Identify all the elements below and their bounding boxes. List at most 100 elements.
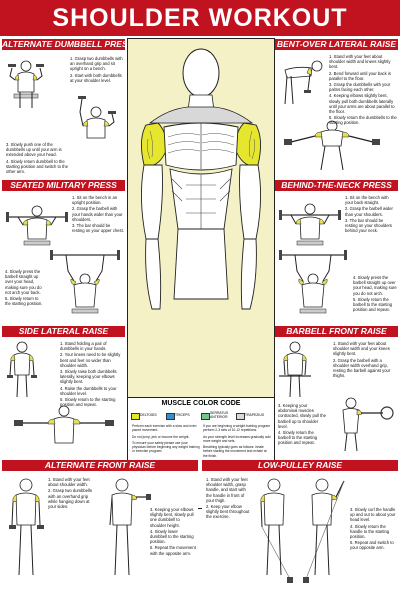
exercise-figure-4a: [284, 60, 323, 105]
training-tips-left: Perform each exercise with a slow and ev…: [132, 424, 200, 456]
section-title-low-pulley-raise: LOW-PULLEY RAISE: [202, 460, 398, 471]
steps-alternate-dumbbell-press-top: 1. Grasp two dumbbells with an overhand …: [70, 56, 124, 84]
step-text: 1. Stand with your feet about shoulder w…: [329, 54, 391, 70]
tip-text: Breathing typically goes as follows: inh…: [203, 445, 267, 458]
steps-barbell-front-raise-bottom: 3. Keeping your abdominal muscles contra…: [278, 403, 326, 447]
steps-seated-military-press-top: 1. Sit on the bench in an upright positi…: [72, 195, 124, 234]
step-text: 5. Repeat and switch to your opposite ar…: [350, 540, 394, 551]
exercise-figure-7b: [109, 478, 151, 576]
steps-side-lateral-raise-top: 1. Stand holding a pair of dumbbells in …: [60, 341, 124, 408]
step-text: 1. Stand with your feet shoulder width, …: [206, 477, 248, 503]
tip-text: If you are beginning a weight training p…: [203, 424, 271, 433]
steps-barbell-front-raise-top: 1. Stand with your feet about shoulder w…: [333, 341, 397, 379]
step-text: 2. Bend forward until your back is paral…: [329, 70, 391, 81]
step-text: 4. Slowly return dumbbell to the startin…: [6, 158, 68, 175]
step-text: 2. Your knees need to be slightly bent a…: [60, 352, 121, 368]
tip-text: Perform each exercise with a slow and ev…: [132, 424, 197, 433]
section-title-alternate-front-raise: ALTERNATE FRONT RAISE: [2, 460, 198, 471]
step-text: 2. Grasp the barbell wider than your sho…: [345, 206, 393, 217]
step-text: 4. Keeping elbows slightly bent, slowly …: [329, 93, 395, 115]
legend-label: SERRATUS ANTERIOR: [210, 411, 229, 419]
panel-side-lateral-raise: 1. Stand holding a pair of dumbbells in …: [2, 337, 125, 455]
step-text: 1. Sit on the bench in an upright positi…: [72, 195, 118, 206]
legend-swatch-deltoids: DELTOIDS: [131, 412, 165, 420]
steps-bent-over-lateral-raise: 1. Stand with your feet about shoulder w…: [329, 54, 397, 127]
steps-alternate-front-raise-left: 1. Stand with your feet about shoulder w…: [48, 477, 98, 510]
section-title-bent-over-lateral-raise: BENT-OVER LATERAL RAISE: [275, 39, 398, 50]
legend-swatch-serratus: SERRATUS ANTERIOR: [201, 411, 235, 420]
exercise-figure-2a: [6, 205, 68, 246]
step-text: 3. The bar should be resting on your upp…: [72, 223, 124, 234]
steps-behind-the-neck-press-bottom: 4. Slowly press the barbell straight up …: [353, 275, 397, 313]
step-text: 5. Slowly return the barbell to the star…: [353, 296, 393, 313]
step-text: 3. The bar should be resting on your sho…: [345, 217, 393, 234]
section-title-behind-the-neck-press: BEHIND-THE-NECK PRESS: [275, 180, 398, 191]
exercise-figure-1b: [78, 96, 116, 139]
exercise-figure-2b: [50, 250, 120, 314]
section-title-seated-military-press: SEATED MILITARY PRESS: [2, 180, 125, 191]
anatomy-illustration: [127, 38, 275, 420]
step-text: 3. Slowly curl the handle up and out to …: [350, 507, 396, 523]
step-text: 4. Raise the dumbbells to your shoulder …: [60, 385, 117, 396]
step-text: 4. Slowly press the barbell straight up …: [5, 269, 42, 295]
steps-alternate-dumbbell-press-bottom: 3. Slowly push one of the dumbbells up u…: [6, 142, 68, 175]
page-title: SHOULDER WORKOUT: [52, 3, 348, 32]
exercise-figure-5b: [279, 250, 347, 314]
exercise-figure-6b: [342, 397, 394, 452]
steps-alternate-front-raise-right: 3. Keeping your elbows slightly bent, sl…: [150, 507, 196, 557]
step-text: 2. Start with both dumbbells at your sho…: [70, 72, 122, 83]
deltoid-left: [141, 122, 167, 167]
section-title-side-lateral-raise: SIDE LATERAL RAISE: [2, 326, 125, 337]
panel-barbell-front-raise: 1. Stand with your feet about shoulder w…: [275, 337, 398, 455]
exercise-figure-3a: [7, 341, 37, 398]
step-text: 1. Stand with your feet about shoulder w…: [333, 341, 390, 357]
panel-low-pulley-raise: 1. Stand with your feet shoulder width, …: [202, 471, 398, 598]
legend-label: TRICEPS: [175, 413, 190, 417]
step-text: 4. Slowly lower dumbbell to the starting…: [150, 528, 194, 545]
step-text: 3. Slowly push one of the dumbbells up u…: [6, 142, 62, 158]
exercise-figure-5a: [279, 203, 341, 246]
step-text: 4. Slowly return the barbell to the star…: [278, 430, 318, 446]
deltoid-right: [235, 122, 261, 167]
section-title-barbell-front-raise: BARBELL FRONT RAISE: [275, 326, 398, 337]
exercise-figure-7a: [9, 478, 44, 576]
step-text: 3. Keeping your elbows slightly bent, sl…: [150, 507, 194, 528]
step-text: 3. Grasp the dumbbells with your palms f…: [329, 82, 391, 93]
legend-label: DELTOIDS: [140, 413, 157, 417]
step-text: 5. Repeat the movement with the opposite…: [150, 545, 196, 556]
step-text: 2. Grasp the barbell with your hands wid…: [72, 206, 123, 222]
title-banner: SHOULDER WORKOUT: [0, 0, 400, 36]
step-text: 5. Slowly return the dumbbells to the st…: [329, 115, 397, 126]
legend-swatch-triceps: TRICEPS: [166, 412, 200, 420]
panel-behind-the-neck-press: 1. Sit on the bench with your back strai…: [275, 191, 398, 321]
step-text: 1. Sit on the bench with your back strai…: [345, 195, 389, 206]
muscle-figure: [140, 48, 262, 310]
exercise-figure-3b: [14, 405, 114, 444]
step-text: 5. Slowly return to the starting positio…: [60, 397, 116, 408]
step-text: 2. Keep your elbow slightly bent through…: [206, 504, 250, 520]
step-text: 4. Slowly press the barbell straight up …: [353, 275, 397, 296]
exercise-figure-8b: [303, 478, 345, 583]
steps-low-pulley-raise-right: 3. Slowly curl the handle up and out to …: [350, 507, 396, 552]
exercise-figure-4b: [284, 120, 380, 171]
legend-swatch-trapezius: TRAPEZIUS: [236, 412, 270, 420]
training-tips-right: If you are beginning a weight training p…: [203, 424, 271, 460]
step-text: 1. Stand with your feet about shoulder w…: [48, 477, 90, 488]
panel-bent-over-lateral-raise: 1. Stand with your feet about shoulder w…: [275, 50, 398, 174]
exercise-figure-8a: [260, 478, 293, 583]
step-text: 3. Slowly raise both dumbbells laterally…: [60, 369, 117, 385]
step-text: 1. Stand holding a pair of dumbbells in …: [60, 341, 107, 352]
step-text: 4. Slowly return the handle to the start…: [350, 523, 390, 540]
exercise-figure-6a: [279, 341, 311, 398]
section-title-alternate-dumbbell-press: ALTERNATE DUMBBELL PRESS: [2, 39, 125, 50]
panel-alternate-dumbbell-press: 1. Grasp two dumbbells with an overhand …: [2, 50, 125, 174]
tip-text: To ensure your safety please use your ph…: [132, 440, 200, 454]
step-text: 1. Grasp two dumbbells with an overhand …: [70, 56, 123, 72]
tip-text: Do not jump, jerk or bounce the weight.: [132, 434, 190, 439]
steps-behind-the-neck-press-top: 1. Sit on the bench with your back strai…: [345, 195, 397, 234]
step-text: 2. Grasp two dumbbells with an overhand …: [48, 488, 92, 510]
tip-text: As your strength level increases gradual…: [203, 434, 271, 443]
step-text: 3. Keeping your abdominal muscles contra…: [278, 403, 326, 429]
step-text: 5. Slowly return to the starting positio…: [5, 296, 43, 307]
